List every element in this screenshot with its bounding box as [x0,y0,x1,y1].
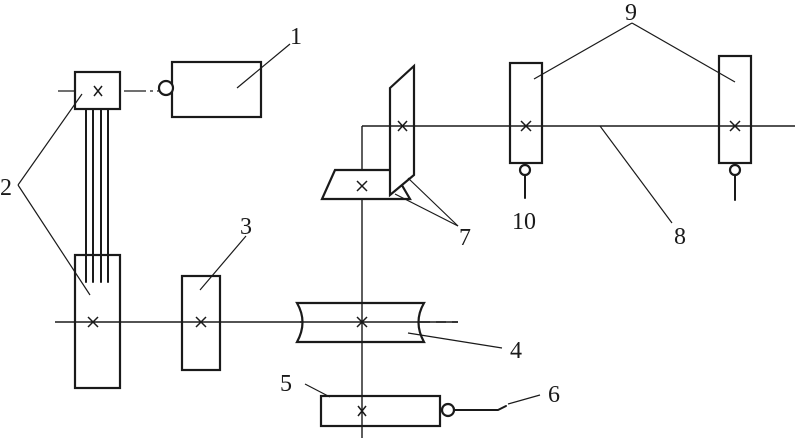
label-7: 7 [459,225,471,251]
label-8: 8 [674,224,686,250]
label-3: 3 [240,214,252,240]
component-3-center-mark [195,316,207,328]
bevel-gear-upper [388,63,416,198]
bevel-lower-center-mark [356,180,368,192]
top-pulley-center-mark [93,85,103,97]
component-9-left-center-mark [520,120,532,132]
component-1-knob [157,79,175,97]
leader-lines [17,22,736,405]
label-1: 1 [290,24,302,50]
bevel-upper-center-mark [397,120,408,132]
component-9-block-right [717,54,753,165]
label-5: 5 [280,371,292,397]
label-10: 10 [512,209,536,235]
component-6-lead [453,405,507,411]
component-9-block-left [508,61,544,165]
probe-right [728,163,742,177]
component-4-center-mark [356,316,368,328]
component-5-center-mark [357,405,367,417]
label-6: 6 [548,382,560,408]
component-5-block [319,394,442,428]
label-9: 9 [625,0,637,26]
label-4: 4 [510,338,522,364]
belt-overlap [85,254,109,283]
component-9-right-center-mark [729,120,741,132]
bevel-gear-lower [320,168,412,201]
component-6-knob [440,402,456,418]
component-1-box [170,60,263,119]
label-2: 2 [0,175,12,201]
component-10-probe-left [518,163,532,177]
belt-lines [85,108,109,281]
lower-block-center-mark [87,316,99,328]
